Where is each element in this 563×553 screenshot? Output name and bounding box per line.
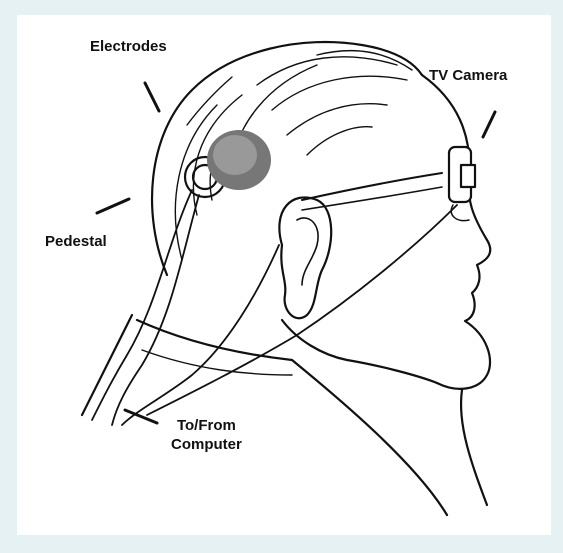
label-tv-camera: TV Camera [429,66,507,85]
illustration-panel: Electrodes TV Camera Pedestal To/From Co… [17,15,551,535]
shoulder-front [292,360,447,515]
label-electrodes: Electrodes [90,37,167,56]
cables [92,190,457,425]
label-pedestal: Pedestal [45,232,107,251]
pointer-ticks [97,83,495,423]
glasses-frame [302,173,442,200]
label-to-from-line2: Computer [171,435,242,454]
label-to-from-line1: To/From [171,416,242,435]
label-to-from-computer: To/From Computer [171,416,242,454]
head-illustration [17,15,551,535]
neck-front [461,390,487,505]
electrode-array [207,130,271,190]
ear [279,197,331,318]
shoulder-back [82,315,132,415]
face-profile [422,75,490,389]
